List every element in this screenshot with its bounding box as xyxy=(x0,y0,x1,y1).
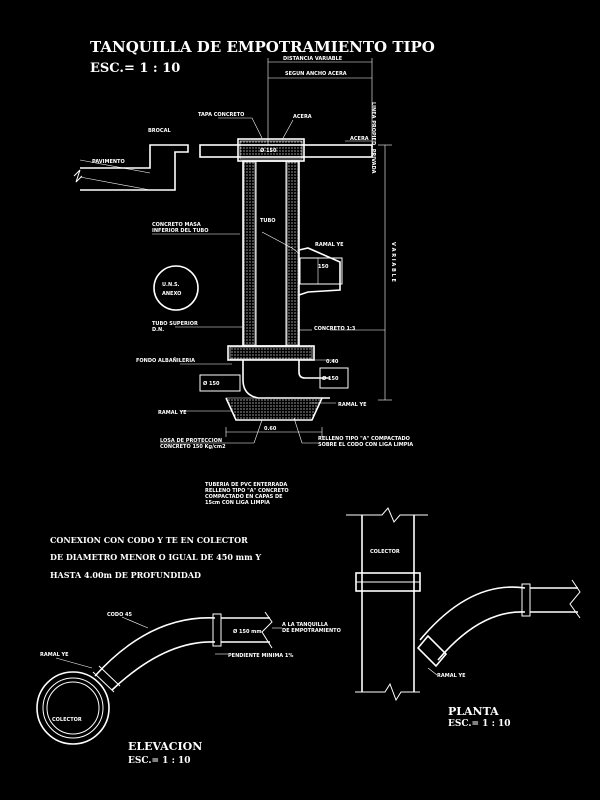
collector-label-plan: COLECTOR xyxy=(370,549,400,555)
svg-text:Ø 150 mm: Ø 150 mm xyxy=(233,628,262,635)
section-view: DISTANCIA VARIABLE SEGUN ANCHO ACERA LIN… xyxy=(73,56,413,506)
elevation-view: COLECTOR Ø 150 mm CODO 45 RAMAL YE A LA … xyxy=(36,611,341,766)
note-line-3: HASTA 4.00m DE PROFUNDIDAD xyxy=(50,570,201,580)
collector-label-elev: COLECTOR xyxy=(52,717,82,723)
label-ramal-right: RAMAL YE xyxy=(338,402,367,408)
circle-label-1: U.N.S. xyxy=(162,282,180,288)
svg-text:LOSA DE PROTECCION: LOSA DE PROTECCION xyxy=(160,438,222,444)
svg-text:150: 150 xyxy=(318,264,329,270)
note-line-1: CONEXION CON CODO Y TE EN COLECTOR xyxy=(50,535,248,545)
svg-text:INFERIOR DEL TUBO: INFERIOR DEL TUBO xyxy=(152,228,208,234)
svg-text:PENDIENTE MINIMA 1%: PENDIENTE MINIMA 1% xyxy=(228,653,293,659)
svg-text:CONCRETO MASA: CONCRETO MASA xyxy=(152,222,201,228)
svg-text:TUBERIA DE PVC ENTERRADA: TUBERIA DE PVC ENTERRADA xyxy=(205,482,287,488)
label-acera-right: ACERA xyxy=(350,136,369,142)
label-variable: V A R I A B L E xyxy=(390,242,396,283)
dim-side: 0.40 xyxy=(326,359,339,365)
elevation-scale: ESC.= 1 : 10 xyxy=(128,756,191,766)
svg-text:RELLENO TIPO "A" CONCRETO: RELLENO TIPO "A" CONCRETO xyxy=(205,488,289,494)
svg-text:SOBRE EL CODO CON LIGA LIMPIA: SOBRE EL CODO CON LIGA LIMPIA xyxy=(318,442,413,448)
label-brocal: BROCAL xyxy=(148,128,171,134)
svg-text:DE EMPOTRAMIENTO: DE EMPOTRAMIENTO xyxy=(282,628,341,634)
plan-scale: ESC.= 1 : 10 xyxy=(448,719,511,729)
svg-text:CONCRETO 150 Kg/cm2: CONCRETO 150 Kg/cm2 xyxy=(160,444,226,450)
elevation-title: ELEVACION xyxy=(128,740,202,753)
circle-label-2: ANEXO xyxy=(162,291,181,297)
label-pavimento: PAVIMENTO xyxy=(92,159,125,165)
label-acera-top: ACERA xyxy=(293,114,312,120)
svg-text:D.N.: D.N. xyxy=(152,327,164,333)
svg-text:RELLENO TIPO "A" COMPACTADO: RELLENO TIPO "A" COMPACTADO xyxy=(318,436,410,442)
svg-text:15cm CON LIGA LIMPIA: 15cm CON LIGA LIMPIA xyxy=(205,500,270,506)
label-distancia-variable: DISTANCIA VARIABLE xyxy=(283,56,343,62)
plan-title: PLANTA xyxy=(448,705,499,718)
plan-view: COLECTOR RAMAL YE PLANTA ESC.= 1 : 10 xyxy=(346,507,581,729)
label-ramal-left: RAMAL YE xyxy=(158,410,187,416)
label-tubo: TUBO xyxy=(260,218,276,224)
label-ramal-elev: RAMAL YE xyxy=(40,652,69,658)
svg-text:Ø 150: Ø 150 xyxy=(203,380,220,387)
svg-text:TUBO SUPERIOR: TUBO SUPERIOR xyxy=(152,321,198,327)
dim-bottom: 0.60 xyxy=(264,426,277,432)
svg-text:Ø 150: Ø 150 xyxy=(260,147,277,154)
note-line-2: DE DIAMETRO MENOR O IGUAL DE 450 mm Y xyxy=(50,552,261,562)
uns-circle xyxy=(153,265,199,311)
drawing-scale: ESC.= 1 : 10 xyxy=(90,61,180,76)
label-codo-elev: CODO 45 xyxy=(107,612,133,618)
label-tapa-concreto: TAPA CONCRETO xyxy=(198,112,244,118)
svg-text:RAMAL YE: RAMAL YE xyxy=(315,242,344,248)
label-ramal-plan: RAMAL YE xyxy=(437,673,466,679)
svg-text:Ø 150: Ø 150 xyxy=(322,375,339,382)
label-segun-ancho-acera: SEGUN ANCHO ACERA xyxy=(285,71,347,77)
label-concreto: CONCRETO 1:3 xyxy=(314,326,356,332)
label-linea-propiedad: LINEA PROPIED. PRIVADA xyxy=(370,102,376,174)
svg-text:COMPACTADO EN CAPAS DE: COMPACTADO EN CAPAS DE xyxy=(205,494,283,500)
drawing-title: TANQUILLA DE EMPOTRAMIENTO TIPO xyxy=(90,38,435,56)
svg-text:A LA TANQUILLA: A LA TANQUILLA xyxy=(282,622,328,628)
label-fondo: FONDO ALBAÑILERIA xyxy=(136,357,195,364)
